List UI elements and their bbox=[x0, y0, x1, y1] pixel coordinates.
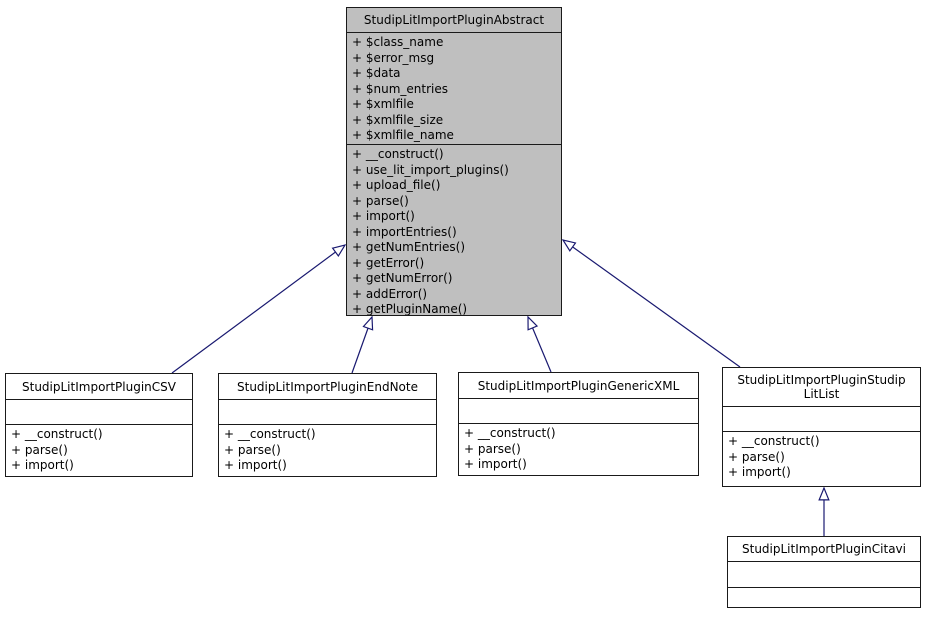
method: + getNumEntries() bbox=[352, 240, 466, 254]
methods-compartment: + __construct() + parse() + import() bbox=[723, 431, 920, 486]
attributes-compartment bbox=[723, 406, 920, 431]
class-name-text: StudipLitImportPluginEndNote bbox=[237, 379, 418, 394]
attributes-compartment bbox=[728, 561, 920, 587]
class-box-studiplitimportpluginabstract: StudipLitImportPluginAbstract + $class_n… bbox=[346, 7, 562, 316]
method: + getNumError() bbox=[352, 271, 453, 285]
methods-compartment: + __construct() + parse() + import() bbox=[6, 424, 192, 476]
inheritance-arrow-csv bbox=[171, 245, 345, 374]
attribute: + $xmlfile bbox=[352, 97, 414, 111]
method: + use_lit_import_plugins() bbox=[352, 162, 509, 177]
method: + importEntries() bbox=[352, 224, 457, 239]
inheritance-arrow-genericxml bbox=[528, 317, 552, 373]
method: + __construct() bbox=[224, 427, 316, 441]
attributes-compartment bbox=[459, 398, 698, 423]
attribute: + $xmlfile_size bbox=[352, 112, 444, 127]
method: + parse() bbox=[352, 193, 409, 208]
attribute: + $class_name bbox=[352, 35, 444, 49]
attribute: + $data bbox=[352, 66, 401, 80]
method: + import() bbox=[11, 458, 74, 472]
class-box-studiplitimportplugincsv[interactable]: StudipLitImportPluginCSV + __construct()… bbox=[5, 373, 193, 477]
class-name-text: StudipLitImportPluginGenericXML bbox=[477, 378, 680, 393]
class-box-studiplitimportplugingenericxml[interactable]: StudipLitImportPluginGenericXML + __cons… bbox=[458, 372, 699, 476]
class-name: StudipLitImportPluginCitavi bbox=[728, 537, 920, 561]
attributes-compartment bbox=[219, 399, 436, 424]
attributes-compartment bbox=[6, 399, 192, 424]
class-name-text: StudipLitImportPluginAbstract bbox=[363, 13, 545, 27]
class-name: StudipLitImportPluginEndNote bbox=[219, 374, 436, 399]
class-name: StudipLitImportPluginGenericXML bbox=[459, 373, 698, 398]
attribute: + $num_entries bbox=[352, 81, 448, 96]
class-name-line-2: LitList bbox=[803, 387, 840, 401]
method: + import() bbox=[352, 209, 415, 223]
inheritance-arrow-endnote bbox=[351, 317, 372, 374]
method: + __construct() bbox=[352, 147, 444, 161]
attribute: + $error_msg bbox=[352, 50, 435, 65]
attribute: + $xmlfile_name bbox=[352, 128, 454, 142]
class-name: StudipLitImportPluginStudip LitList bbox=[723, 368, 920, 406]
method: + parse() bbox=[11, 442, 68, 457]
class-name-text: StudipLitImportPluginCitavi bbox=[742, 542, 906, 556]
method: + parse() bbox=[728, 449, 785, 464]
method: + addError() bbox=[352, 286, 428, 301]
attributes-compartment: + $class_name + $error_msg + $data + $nu… bbox=[347, 32, 561, 144]
method: + getPluginName() bbox=[352, 302, 468, 315]
method: + upload_file() bbox=[352, 178, 441, 192]
methods-compartment: + __construct() + parse() + import() bbox=[459, 423, 698, 475]
method: + parse() bbox=[224, 442, 281, 457]
methods-compartment bbox=[728, 587, 920, 607]
method: + import() bbox=[224, 458, 287, 472]
class-name: StudipLitImportPluginAbstract bbox=[347, 8, 561, 32]
methods-compartment: + __construct() + use_lit_import_plugins… bbox=[347, 144, 561, 315]
methods-compartment: + __construct() + parse() + import() bbox=[219, 424, 436, 476]
method: + __construct() bbox=[464, 426, 556, 440]
class-name-line-1: StudipLitImportPluginStudip bbox=[737, 373, 906, 387]
method: + import() bbox=[728, 465, 791, 479]
method: + import() bbox=[464, 457, 527, 471]
method: + __construct() bbox=[11, 427, 103, 441]
class-box-studiplitimportplugincitavi[interactable]: StudipLitImportPluginCitavi bbox=[727, 536, 921, 608]
class-name-text: StudipLitImportPluginCSV bbox=[22, 379, 176, 394]
class-box-studiplitimportpluginendnote[interactable]: StudipLitImportPluginEndNote + __constru… bbox=[218, 373, 437, 477]
inheritance-arrow-studiplitlist bbox=[563, 240, 741, 368]
method: + __construct() bbox=[728, 434, 820, 448]
class-box-studiplitimportpluginstudiplitlist[interactable]: StudipLitImportPluginStudip LitList + __… bbox=[722, 367, 921, 487]
method: + parse() bbox=[464, 441, 521, 456]
method: + getError() bbox=[352, 255, 425, 270]
class-name: StudipLitImportPluginCSV bbox=[6, 374, 192, 399]
